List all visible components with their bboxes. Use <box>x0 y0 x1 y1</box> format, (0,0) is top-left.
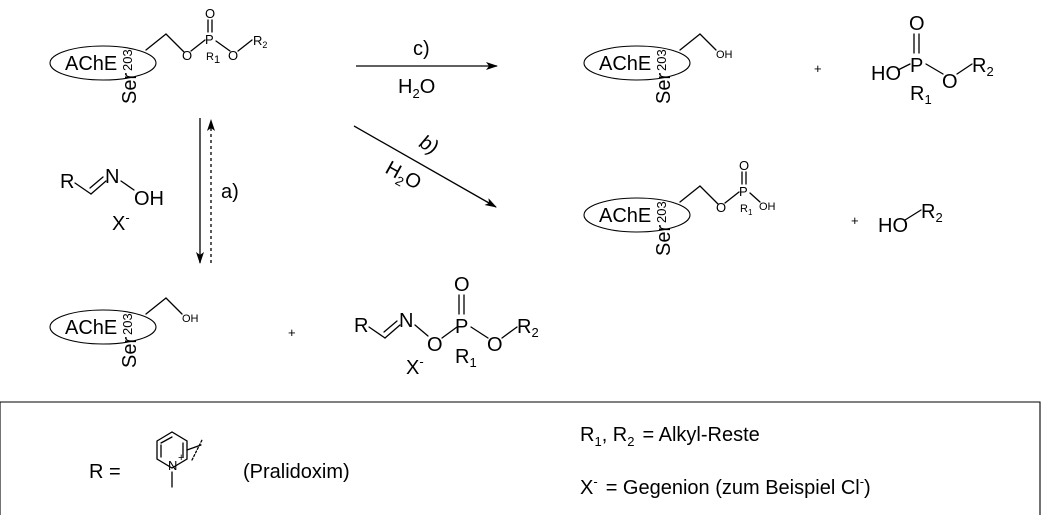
svg-text:O: O <box>739 158 749 173</box>
legend-r-definition: R = <box>89 461 121 483</box>
ester-oxygen: O <box>182 48 192 63</box>
phosphorus: P <box>205 32 214 47</box>
svg-text:R1: R1 <box>740 203 753 217</box>
alcohol-product: HO R2 <box>878 201 943 237</box>
enzyme-ellipse <box>49 45 157 81</box>
svg-text:P: P <box>739 184 748 199</box>
svg-text:OH: OH <box>134 188 164 210</box>
phosphonic-acid-product: HO P O R1 O R2 <box>871 13 994 107</box>
legend-counterion-definition: X-= Gegenion (zum Beispiel Cl-) <box>580 474 871 499</box>
reaction-arrow-c: c) H2O <box>356 38 498 101</box>
legend-alkyl-definition: R1, R2= Alkyl-Reste <box>580 424 760 449</box>
free-ache-bottom: AChE Ser 203 OH <box>49 297 199 368</box>
alkoxy-oxygen: O <box>228 48 238 63</box>
svg-text:HO: HO <box>871 63 901 85</box>
r2-label: R2 <box>253 33 267 50</box>
ch2-o-bond <box>145 33 185 53</box>
enzyme-label: AChE <box>65 53 117 75</box>
svg-text:203: 203 <box>654 201 669 223</box>
svg-text:Ser: Ser <box>119 337 141 368</box>
svg-text:X-: X- <box>406 354 424 379</box>
legend-box: R = N + (Pralidoxim) R1, R2= Alkyl-Reste… <box>0 401 1041 515</box>
legend-pralidoxim: (Pralidoxim) <box>243 461 350 483</box>
arrow-c-reagent: H2O <box>398 76 435 101</box>
svg-text:P: P <box>910 55 923 77</box>
svg-text:+: + <box>851 213 859 228</box>
svg-text:N: N <box>399 310 413 332</box>
svg-text:N: N <box>168 458 177 473</box>
svg-text:203: 203 <box>654 49 669 71</box>
svg-text:R1: R1 <box>455 346 477 370</box>
svg-text:R2: R2 <box>517 316 539 340</box>
free-ache-topright: AChE Ser 203 OH <box>583 33 733 104</box>
svg-text:O: O <box>487 334 503 356</box>
svg-text:OH: OH <box>759 201 776 213</box>
svg-text:+: + <box>178 452 184 464</box>
oxo-oxygen: O <box>205 6 215 21</box>
svg-text:R: R <box>60 171 74 193</box>
serine-label: Ser <box>119 73 141 104</box>
r1-label: R1 <box>206 51 220 66</box>
arrow-c-label: c) <box>413 38 430 60</box>
svg-text:+: + <box>288 325 296 340</box>
svg-text:O: O <box>942 71 958 93</box>
svg-text:N: N <box>105 166 119 188</box>
svg-text:O: O <box>427 334 443 356</box>
svg-text:AChE: AChE <box>65 317 117 339</box>
svg-text:Ser: Ser <box>653 225 675 256</box>
svg-text:O: O <box>909 13 925 35</box>
svg-text:203: 203 <box>120 313 135 335</box>
svg-text:HO: HO <box>878 215 908 237</box>
svg-text:X-: X- <box>112 210 130 235</box>
svg-text:OH: OH <box>182 313 199 325</box>
phosphylated-ache-topleft: AChE Ser 203 O P O R1 O R2 <box>49 6 267 104</box>
svg-text:O: O <box>716 200 726 215</box>
arrow-b-label: b) <box>416 131 442 159</box>
svg-text:AChE: AChE <box>599 53 651 75</box>
arrow-a-label: a) <box>221 181 239 203</box>
svg-text:R2: R2 <box>921 201 943 225</box>
svg-text:R2: R2 <box>972 55 994 79</box>
pyridinium-structure: N + <box>156 431 203 488</box>
svg-text:O: O <box>454 274 470 296</box>
svg-text:R: R <box>354 315 368 337</box>
phosphylated-oxime-product: R N O P O R1 O R2 X- <box>354 274 539 379</box>
serine-number: 203 <box>120 49 135 71</box>
oxime-reagent: R N OH X- <box>60 166 164 235</box>
hydroxyl-label: OH <box>716 49 733 61</box>
plus-sign: + <box>814 61 822 76</box>
reaction-arrow-a: a) <box>196 118 239 264</box>
svg-text:R1: R1 <box>910 83 932 107</box>
svg-text:AChE: AChE <box>599 205 651 227</box>
aged-ache-middleright: AChE Ser 203 O P O R1 OH <box>583 158 776 256</box>
reaction-arrow-b: b) H2O <box>353 125 497 208</box>
svg-text:Ser: Ser <box>653 73 675 104</box>
svg-text:P: P <box>455 316 468 338</box>
